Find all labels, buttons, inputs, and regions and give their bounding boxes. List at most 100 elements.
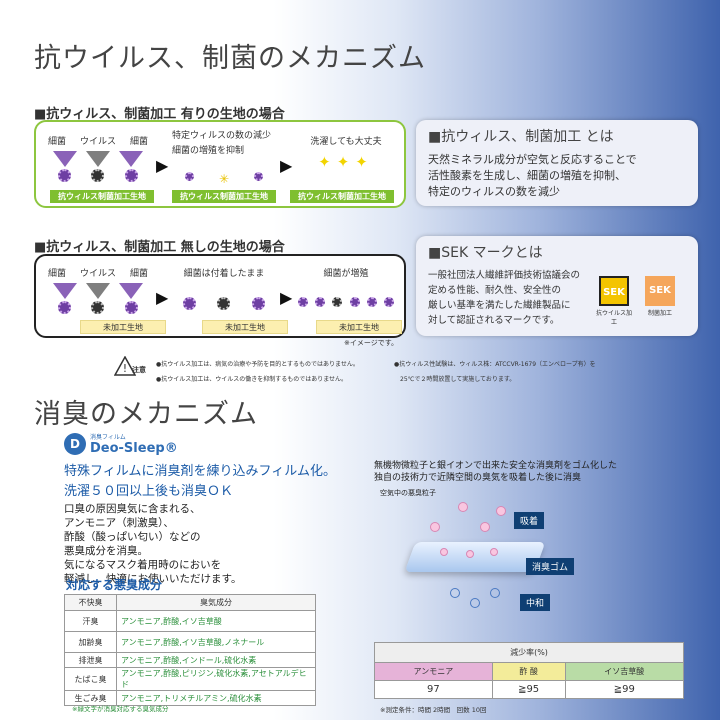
page-title-antiviral: 抗ウイルス、制菌のメカニズム [34, 43, 426, 74]
section-heading-untreated: ■抗ウィルス、制菌加工 無しの生地の場合 [34, 240, 285, 255]
virus-icon [332, 297, 343, 307]
table-cell: アンモニア,酢酸,インドール,硫化水素 [116, 652, 316, 668]
reduction-title: 減少率(%) [374, 642, 684, 663]
odor-particle-icon [496, 506, 506, 516]
table-header-row: アンモニア 酢 酸 イソ吉草酸 [374, 662, 685, 681]
sek-caption: 抗ウイルス加工 [596, 310, 633, 326]
table-header-row: 不快臭 臭気成分 [64, 594, 316, 611]
fabric-bar: 抗ウィルス制菌加工生地 [172, 190, 276, 203]
table-cell: アンモニア,酢酸,ピリジン,硫化水素,アセトアルデヒド [116, 667, 316, 691]
odor-table: 不快臭 臭気成分 汗臭 アンモニア,酢酸,イソ吉草酸 加齢臭 アンモニア,酢酸,… [64, 594, 316, 706]
deo-line: 酢酸（酸っぱい匂い）などの [64, 531, 201, 543]
fabric-bar: 抗ウィルス制菌加工生地 [290, 190, 394, 203]
deo-lead2: 洗濯５０回以上後も消臭ＯＫ [64, 484, 234, 499]
sek-info-box: ■SEK マークとは 一般社団法人繊維評価技術協議会の 定める性能、耐久性、安全… [416, 236, 698, 336]
label-bacteria: 細菌 [48, 137, 67, 147]
label-still-attached: 細菌は付着したまま [183, 269, 265, 279]
info-line: 活性酸素を生成し、細菌の増殖を抑制、 [428, 169, 626, 182]
rubber-line: 無機物微粒子と銀イオンで出来た安全な消臭剤をゴム化した [374, 461, 618, 471]
table-header: 酢 酸 [491, 662, 566, 681]
bacteria-icon [124, 169, 138, 182]
sparkle-icon: ✳ [218, 172, 230, 186]
odor-particle-icon [458, 502, 468, 512]
label-neutralize: 中和 [520, 594, 551, 611]
table-cell: 排泄臭 [64, 652, 117, 668]
neutralized-particle-icon [470, 598, 480, 608]
bacteria-icon [384, 297, 395, 307]
caution-test-notes: ●抗ウィルス性試験は、ウィルス株：ATCCVR-1679（エンベロープ有）を 2… [394, 357, 596, 387]
bacteria-icon [349, 297, 360, 307]
info-line: 対して認証されるマークです。 [428, 315, 560, 326]
bacteria-icon [297, 297, 308, 307]
section-heading-treated: ■抗ウィルス、制菌加工 有りの生地の場合 [34, 107, 285, 122]
treated-col1: 細菌 ウイルス 細菌 [48, 134, 148, 182]
reduction-table: 減少率(%) アンモニア 酢 酸 イソ吉草酸 97 ≧95 ≧99 [374, 642, 685, 699]
table-cell: ≧99 [564, 680, 685, 699]
label-virus: ウイルス [79, 269, 116, 279]
virus-icon [91, 169, 105, 182]
untreated-col1: 細菌 ウイルス 細菌 [48, 266, 148, 314]
bacteria-icon [254, 172, 264, 181]
sek-logo-icon: SEK [645, 276, 675, 306]
odor-table-title: 対応する悪臭成分 [66, 578, 163, 592]
treated-col2: 特定ウィルスの数の減少 細菌の増殖を抑制 ✳ [172, 128, 276, 186]
deo-line: 軽減し、快適にお使いいただけます。 [64, 573, 242, 585]
label-adsorb: 吸着 [514, 512, 545, 529]
deo-sleep-logo: D 消臭フィルム Deo-Sleep® [64, 432, 178, 456]
fabric-bar: 未加工生地 [80, 320, 166, 334]
down-arrow-icon [119, 283, 144, 299]
deo-line: 気になるマスク着用時のにおいを [64, 559, 222, 571]
label-bacteria-grow: 細菌が増殖 [323, 269, 369, 279]
down-arrow-icon [119, 151, 144, 167]
fabric-bar: 未加工生地 [202, 320, 288, 334]
table-row: 排泄臭 アンモニア,酢酸,インドール,硫化水素 [64, 652, 316, 668]
odor-particle-icon [490, 548, 498, 556]
info-line: 定める性能、耐久性、安全性の [428, 285, 562, 296]
down-arrow-icon [52, 151, 77, 167]
rubber-description: 無機物微粒子と銀イオンで出来た安全な消臭剤をゴム化した 独自の技術力で近隣空間の… [374, 460, 617, 484]
brand-small: 消臭フィルム [90, 434, 126, 441]
sek-mark-antiviral: SEK 抗ウイルス加工 [596, 276, 632, 326]
bacteria-icon [252, 297, 266, 310]
neutralized-particle-icon [450, 588, 460, 598]
caution-line: ●抗ウィルス性試験は、ウィルス株：ATCCVR-1679（エンベロープ有）を [394, 361, 596, 368]
info-title: ■抗ウィルス、制菌加工 とは [428, 129, 614, 145]
virus-icon [91, 301, 105, 314]
image-note: ※イメージです。 [344, 339, 399, 347]
untreated-col3: 細菌が増殖 [294, 266, 398, 307]
odor-particle-icon [466, 550, 474, 558]
page-title-deodorize: 消臭のメカニズム [34, 399, 258, 430]
table-header-row: 減少率(%) [374, 642, 684, 663]
bacteria-icon [184, 172, 194, 181]
down-arrow-icon [85, 151, 110, 167]
info-line: 一般社団法人繊維評価技術協議会の [428, 270, 581, 281]
arrow-right-icon: ▶ [280, 288, 293, 307]
fabric-bar: 未加工生地 [316, 320, 402, 334]
deo-line: 悪臭成分を消臭。 [64, 545, 148, 557]
label-virus-reduced: 特定ウィルスの数の減少 [172, 131, 272, 141]
table-cell: 97 [374, 680, 493, 699]
odor-particle-icon [480, 522, 490, 532]
arrow-right-icon: ▶ [156, 288, 169, 307]
table-cell: 汗臭 [64, 610, 117, 632]
deodorant-rubber-sheet [404, 542, 546, 572]
table-cell: 加齢臭 [64, 631, 117, 653]
label-bacteria: 細菌 [129, 269, 148, 279]
deo-body: 口臭の原因臭気に含まれる、 アンモニア（刺激臭）、 酢酸（酸っぱい匂い）などの … [64, 502, 241, 586]
antiviral-info-box: ■抗ウィルス、制菌加工 とは 天然ミネラル成分が空気と反応することで 活性酸素を… [416, 120, 698, 206]
table-cell: アンモニア,酢酸,イソ吉草酸,ノネナール [116, 631, 316, 653]
table-header: 不快臭 [64, 594, 117, 611]
brand-name: Deo-Sleep® [90, 441, 178, 456]
odor-note: ※緑文字が消臭対応する臭気成分 [72, 705, 169, 713]
treated-fabric-diagram: 細菌 ウイルス 細菌 ▶ 特定ウィルスの数の減少 細菌の増殖を抑制 ✳ ▶ 洗濯… [34, 120, 406, 208]
arrow-right-icon: ▶ [280, 156, 293, 175]
sek-mark-antibacterial: SEK 制菌加工 [642, 276, 678, 317]
deodorant-rubber-diagram: 空気中の悪臭粒子 吸着 消臭ゴム 中和 [380, 488, 680, 618]
bacteria-icon [58, 169, 72, 182]
table-cell: ≧95 [491, 680, 566, 699]
label-deo-rubber: 消臭ゴム [526, 558, 575, 575]
info-line: 天然ミネラル成分が空気と反応することで [428, 153, 637, 166]
label-air-odor: 空気中の悪臭粒子 [380, 489, 436, 497]
bacteria-icon [124, 301, 138, 314]
table-header: アンモニア [374, 662, 493, 681]
